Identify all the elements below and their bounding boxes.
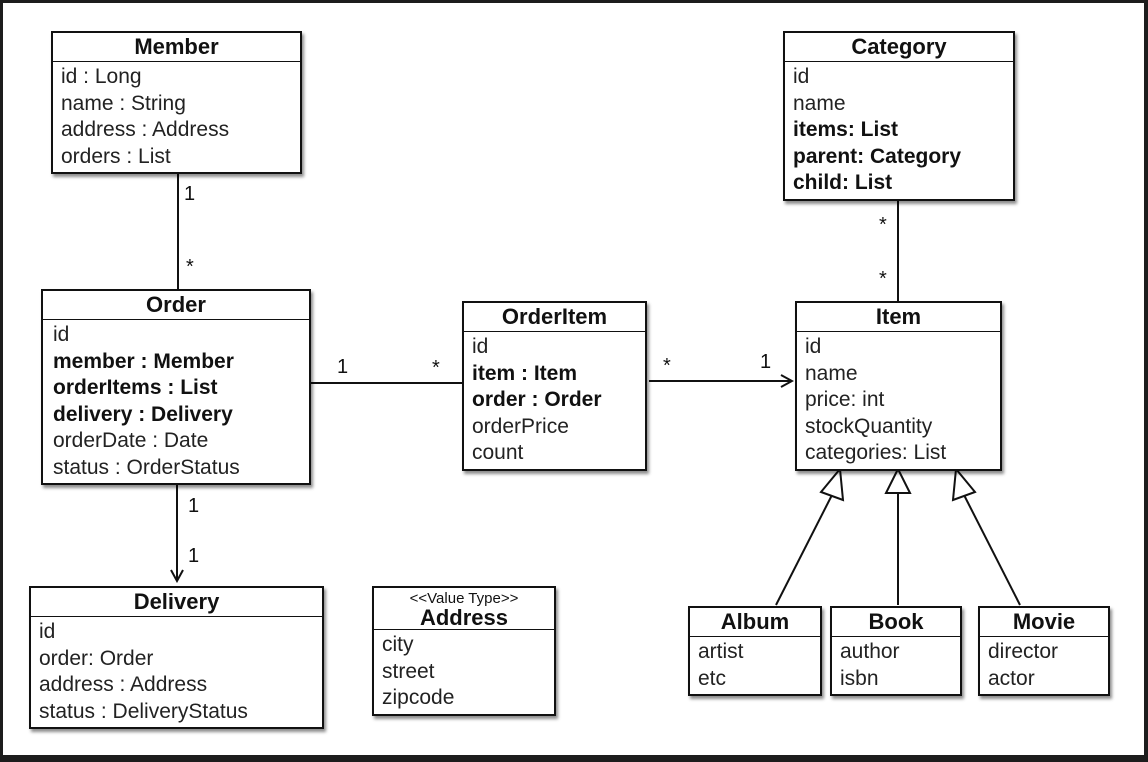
movie-attr-actor: actor xyxy=(988,666,1035,690)
delivery-attr-id: id xyxy=(39,620,56,643)
address-class-name: Address xyxy=(419,605,509,630)
member-attr-id: id : Long xyxy=(61,65,142,88)
book-class[interactable]: Book author isbn xyxy=(830,606,962,696)
orderitem-attr-orderprice: orderPrice xyxy=(472,414,569,438)
orderitem-attr-id: id xyxy=(472,335,489,358)
member-class-name: Member xyxy=(53,33,300,62)
movie-class-name: Movie xyxy=(980,608,1108,637)
order-class[interactable]: Order id member : Member orderItems : Li… xyxy=(41,289,311,485)
member-class[interactable]: Member id : Long name : String address :… xyxy=(51,31,302,174)
orderitem-item-multiplicity-item: 1 xyxy=(760,351,772,373)
category-attr-parent: parent: Category xyxy=(793,144,962,168)
order-attr-member: member : Member xyxy=(53,349,234,373)
item-class-name: Item xyxy=(797,303,1000,332)
album-generalization-arrowhead xyxy=(819,466,845,502)
delivery-attr-address: address : Address xyxy=(39,673,208,696)
book-generalization-arrowhead xyxy=(884,466,912,494)
category-attr-items: items: List xyxy=(793,118,899,141)
album-attr-artist: artist xyxy=(698,640,744,663)
category-item-multiplicity-item: * xyxy=(879,268,887,290)
address-class[interactable]: <<Value Type>> Address city street zipco… xyxy=(372,586,556,716)
category-attr-name: name xyxy=(793,91,846,115)
address-attr-zipcode: zipcode xyxy=(382,686,455,709)
orderitem-attr-order: order : Order xyxy=(472,388,602,411)
delivery-attr-status: status : DeliveryStatus xyxy=(39,699,248,723)
orderitem-attr-item: item : Item xyxy=(472,361,578,385)
album-class-name: Album xyxy=(690,608,820,637)
order-attr-orderitems: orderItems : List xyxy=(53,376,218,399)
item-attr-categories: categories: List xyxy=(805,441,947,464)
category-attr-child: child: List xyxy=(793,171,893,194)
order-delivery-multiplicity-delivery: 1 xyxy=(188,545,200,567)
order-class-name: Order xyxy=(43,291,309,320)
member-order-multiplicity-order: * xyxy=(186,256,194,278)
delivery-attr-order: order: Order xyxy=(39,646,154,670)
category-class[interactable]: Category id name items: List parent: Cat… xyxy=(783,31,1015,201)
order-orderitem-multiplicity-order: 1 xyxy=(337,356,349,378)
address-attr-city: city xyxy=(382,633,414,656)
member-order-multiplicity-member: 1 xyxy=(184,183,196,205)
movie-generalization-arrowhead xyxy=(951,466,977,502)
order-attr-orderdate: orderDate : Date xyxy=(53,429,209,452)
address-attr-street: street xyxy=(382,659,435,683)
orderitem-item-multiplicity-orderitem: * xyxy=(663,355,671,377)
member-attr-orders: orders : List xyxy=(61,144,171,168)
book-attr-author: author xyxy=(840,640,900,663)
order-attr-status: status : OrderStatus xyxy=(53,455,240,479)
order-attr-id: id xyxy=(53,323,70,346)
album-class[interactable]: Album artist etc xyxy=(688,606,822,696)
movie-generalization-line xyxy=(962,492,1021,606)
address-stereotype: <<Value Type>> xyxy=(409,590,519,607)
book-attr-isbn: isbn xyxy=(840,666,879,690)
diagram-canvas: 1 * 1 * * 1 * * 1 1 Member id : Long nam… xyxy=(3,3,1144,755)
album-generalization-line xyxy=(775,492,834,606)
relationship-lines xyxy=(3,169,1021,606)
movie-attr-director: director xyxy=(988,640,1059,663)
orderitem-attr-count: count xyxy=(472,441,524,464)
item-attr-price: price: int xyxy=(805,388,885,411)
item-attr-id: id xyxy=(805,335,822,358)
orderitem-class-name: OrderItem xyxy=(464,303,645,332)
member-attr-address: address : Address xyxy=(61,118,230,141)
movie-class[interactable]: Movie director actor xyxy=(978,606,1110,696)
member-attr-name: name : String xyxy=(61,91,186,115)
category-attr-id: id xyxy=(793,65,810,88)
order-orderitem-multiplicity-orderitem: * xyxy=(432,357,440,379)
delivery-class-name: Delivery xyxy=(31,588,322,617)
order-attr-delivery: delivery : Delivery xyxy=(53,402,233,426)
book-class-name: Book xyxy=(832,608,960,637)
order-delivery-multiplicity-order: 1 xyxy=(188,495,200,517)
item-class[interactable]: Item id name price: int stockQuantity ca… xyxy=(795,301,1002,471)
delivery-class[interactable]: Delivery id order: Order address : Addre… xyxy=(29,586,324,729)
category-class-name: Category xyxy=(785,33,1013,62)
category-item-multiplicity-category: * xyxy=(879,214,887,236)
album-attr-etc: etc xyxy=(698,666,727,690)
item-attr-name: name xyxy=(805,361,858,385)
item-attr-stockquantity: stockQuantity xyxy=(805,414,933,438)
orderitem-class[interactable]: OrderItem id item : Item order : Order o… xyxy=(462,301,647,471)
